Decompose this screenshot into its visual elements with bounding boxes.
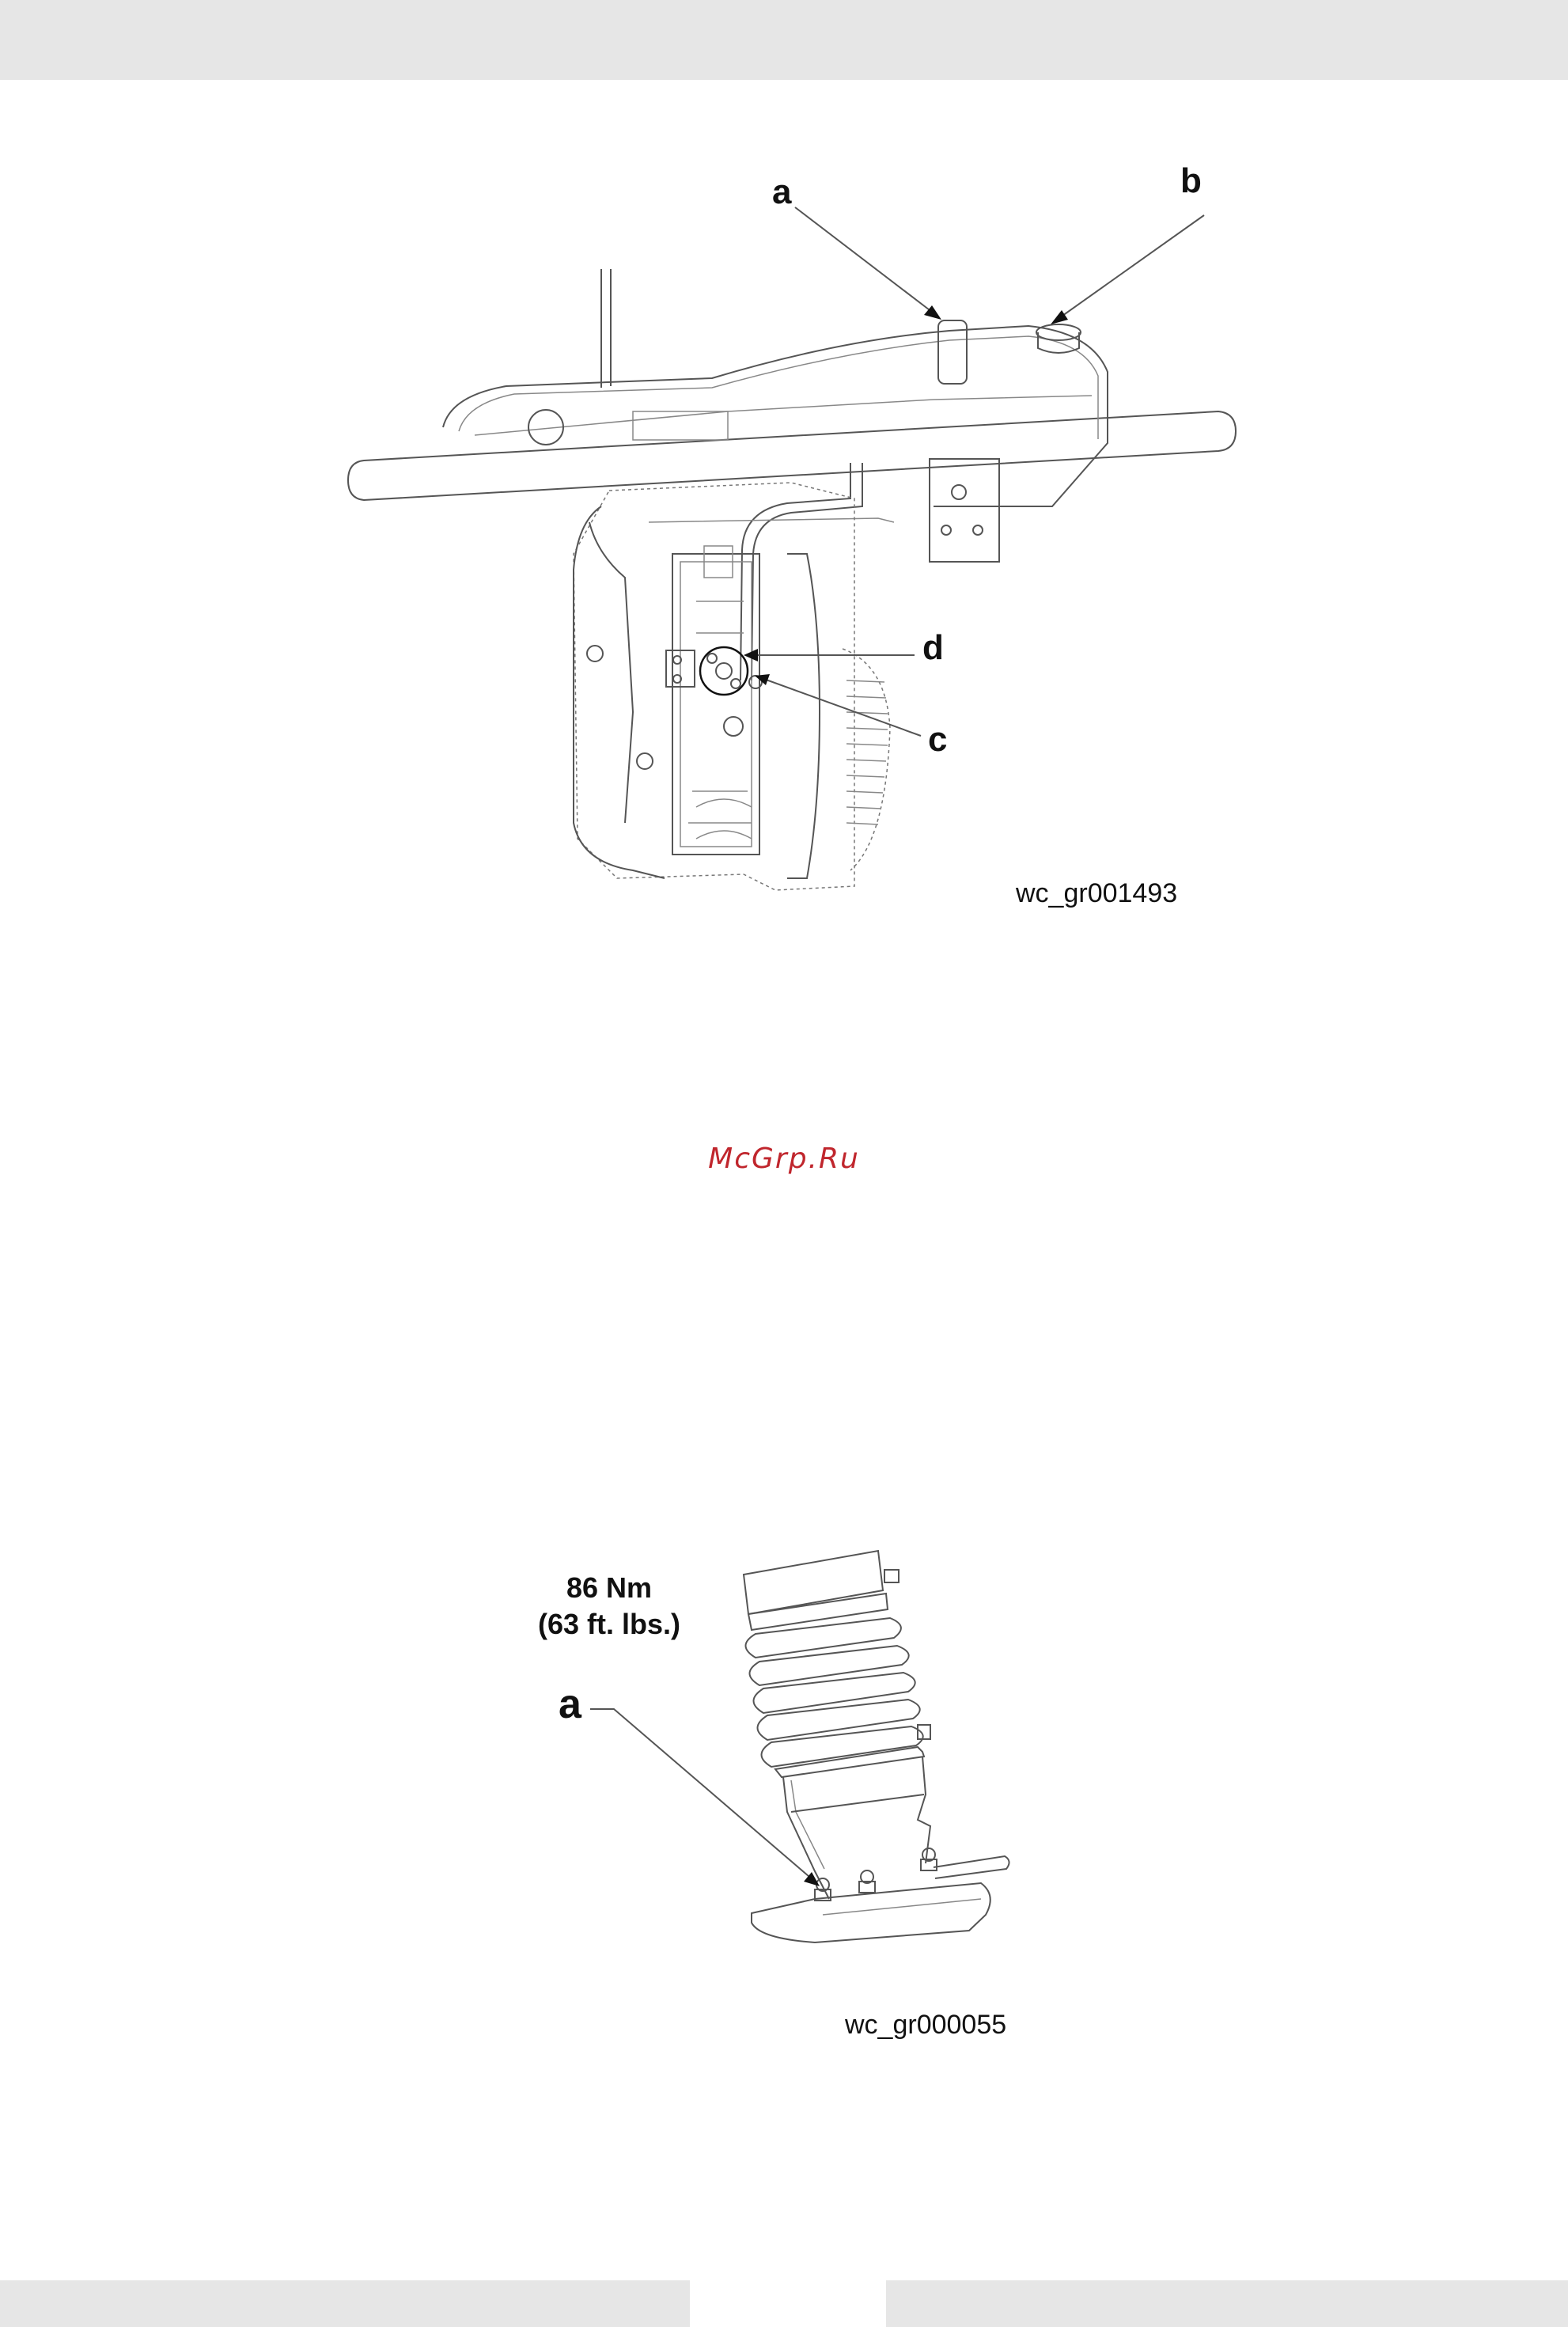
figure-id-2: wc_gr000055 [845,2010,1006,2041]
footer-band-left [0,2280,690,2327]
torque-value: 86 Nm [506,1570,712,1606]
callout-a-fig2: a [559,1681,581,1728]
footer-band-right [886,2280,1568,2327]
torque-spec: 86 Nm (63 ft. lbs.) [506,1570,712,1643]
foot-bellows-illustration [0,0,1568,2057]
torque-imperial: (63 ft. lbs.) [506,1606,712,1643]
